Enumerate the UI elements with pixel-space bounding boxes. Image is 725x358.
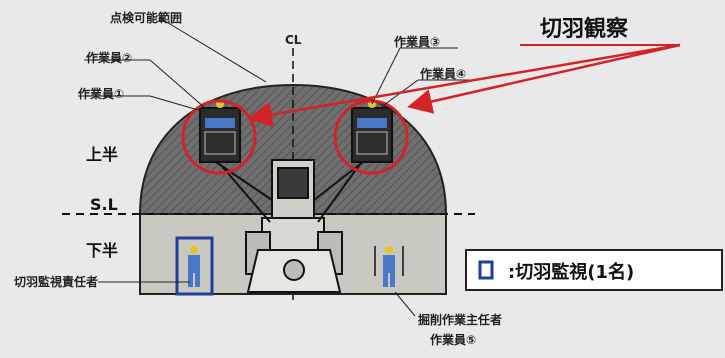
label-face-observation: 切羽観察 — [540, 16, 629, 42]
leader-lines — [78, 17, 478, 317]
label-springline: S.L — [90, 195, 118, 214]
label-worker2: 作業員② — [86, 50, 132, 65]
label-worker1: 作業員① — [78, 86, 124, 101]
observation-circle-left — [181, 99, 257, 175]
label-lower-half: 下半 — [86, 241, 118, 260]
label-worker3: 作業員③ — [394, 34, 440, 49]
observation-circle-right — [333, 99, 409, 175]
legend: :切羽監視(1名) — [465, 249, 723, 291]
excavation-chief-worker — [374, 246, 404, 287]
worker-basket-left — [199, 100, 241, 163]
label-worker4: 作業員④ — [420, 66, 466, 81]
label-centerline: CL — [285, 33, 302, 47]
label-face-monitor-chief: 切羽監視責任者 — [14, 274, 98, 289]
observation-arrow-right — [407, 43, 681, 114]
label-excavation-chief: 掘削作業主任者 — [418, 312, 502, 327]
label-upper-half: 上半 — [86, 145, 118, 164]
legend-text: :切羽監視(1名) — [508, 261, 634, 283]
label-inspection-range: 点検可能範囲 — [110, 10, 182, 25]
face-monitor-worker — [175, 236, 214, 296]
worker-basket-right — [351, 100, 393, 163]
label-worker5: 作業員⑤ — [430, 332, 476, 347]
observation-arrow-left — [247, 43, 681, 127]
legend-swatch — [478, 260, 494, 280]
excavator-machine — [209, 157, 369, 293]
